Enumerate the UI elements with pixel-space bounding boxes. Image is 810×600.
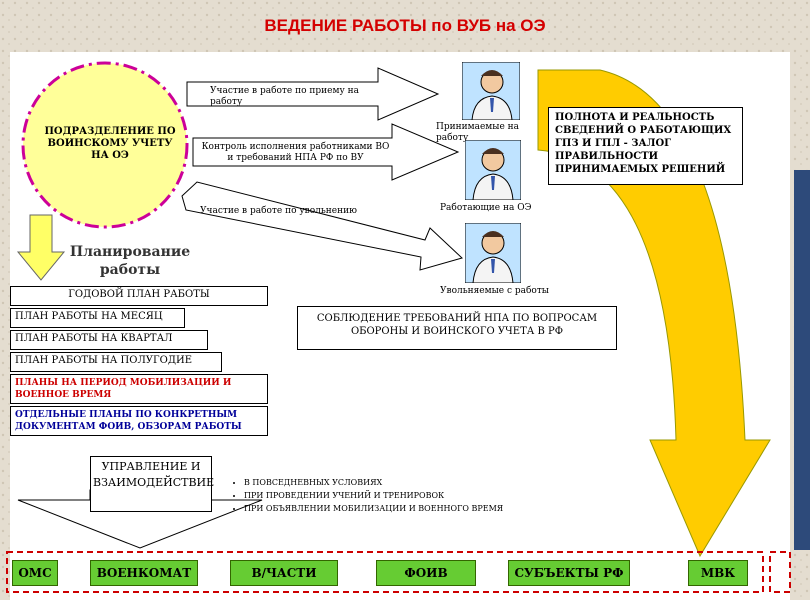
hired-label: Принимаемые на работу xyxy=(436,122,520,143)
bullet-exercises: ПРИ ПРОВЕДЕНИИ УЧЕНИЙ И ТРЕНИРОВОК xyxy=(244,489,503,502)
bullet-mobilization: ПРИ ОБЪЯВЛЕНИИ МОБИЛИЗАЦИИ И ВОЕННОГО ВР… xyxy=(244,502,503,515)
plan-mobilization: ПЛАНЫ НА ПЕРИОД МОБИЛИЗАЦИИ И ВОЕННОЕ ВР… xyxy=(10,374,268,404)
bottom-vchasti: В/ЧАСТИ xyxy=(230,560,338,586)
control-label: Контроль исполнения работниками ВО и тре… xyxy=(201,142,390,163)
bottom-mvk: МВК xyxy=(688,560,748,586)
bullet-daily: В ПОВСЕДНЕВНЫХ УСЛОВИЯХ xyxy=(244,476,503,489)
bottom-foiv: ФОИВ xyxy=(376,560,476,586)
bottom-voenkomat: ВОЕНКОМАТ xyxy=(90,560,198,586)
hiring-label: Участие в работе по приему на работу xyxy=(210,86,359,107)
department-label: ПОДРАЗДЕЛЕНИЕ ПО ВОИНСКОМУ УЧЕТУ НА ОЭ xyxy=(44,126,176,161)
dismissal-arrow xyxy=(181,181,463,271)
compliance-box: СОБЛЮДЕНИЕ ТРЕБОВАНИЙ НПА ПО ВОПРОСАМ ОБ… xyxy=(297,306,617,350)
hiring-arrow xyxy=(186,67,440,121)
plan-halfyear: ПЛАН РАБОТЫ НА ПОЛУГОДИЕ xyxy=(10,352,222,372)
dismissal-label: Участие в работе по увольнению xyxy=(200,206,357,216)
planning-down-arrow xyxy=(16,214,66,281)
dismissed-person-icon xyxy=(465,223,521,283)
plan-year: ГОДОВОЙ ПЛАН РАБОТЫ xyxy=(10,286,268,306)
control-arrow xyxy=(192,123,460,181)
management-box: УПРАВЛЕНИЕ И ВЗАИМОДЕЙСТВИЕ xyxy=(90,456,214,512)
completeness-box: ПОЛНОТА И РЕАЛЬНОСТЬ СВЕДЕНИЙ О РАБОТАЮЩ… xyxy=(548,107,743,185)
hired-person-icon xyxy=(462,62,520,120)
management-bullets: В ПОВСЕДНЕВНЫХ УСЛОВИЯХ ПРИ ПРОВЕДЕНИИ У… xyxy=(222,476,503,515)
bottom-dashed-outline xyxy=(6,551,764,593)
dismissed-label: Увольняемые с работы xyxy=(440,286,549,296)
planning-title: Планирование работы xyxy=(69,244,191,278)
plan-quarter: ПЛАН РАБОТЫ НА КВАРТАЛ xyxy=(10,330,208,350)
department-circle xyxy=(21,61,189,229)
bottom-oms: ОМС xyxy=(12,560,58,586)
working-person-icon xyxy=(465,140,521,200)
page-title: ВЕДЕНИЕ РАБОТЫ по ВУБ на ОЭ xyxy=(264,16,546,35)
bottom-subjects: СУБЪЕКТЫ РФ xyxy=(508,560,630,586)
plan-separate: ОТДЕЛЬНЫЕ ПЛАНЫ ПО КОНКРЕТНЫМ ДОКУМЕНТАМ… xyxy=(10,406,268,436)
plan-month: ПЛАН РАБОТЫ НА МЕСЯЦ xyxy=(10,308,185,328)
working-label: Работающие на ОЭ xyxy=(440,203,532,213)
